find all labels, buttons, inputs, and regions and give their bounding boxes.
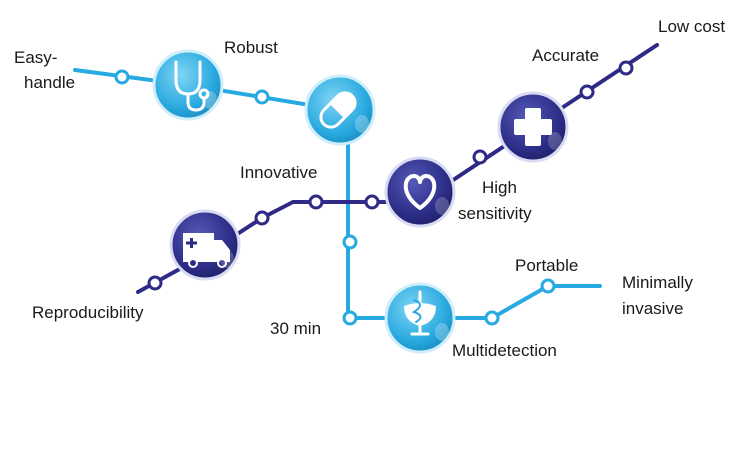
stop-dark: [147, 275, 163, 291]
stethoscope-icon: [174, 60, 210, 112]
pill-node: [304, 74, 376, 146]
stop-dark: [254, 210, 270, 226]
stop-light: [254, 89, 270, 105]
stop-dark: [472, 149, 488, 165]
stop-light: [114, 69, 130, 85]
label-30-min: 30 min: [270, 319, 321, 338]
label-accurate: Accurate: [532, 46, 599, 65]
label-high-sensitivity-line1: High: [482, 178, 517, 197]
stop-dark: [308, 194, 324, 210]
line-light-vertical: [346, 113, 602, 320]
stop-light: [540, 278, 556, 294]
label-robust: Robust: [224, 38, 278, 57]
label-high-sensitivity-line2: sensitivity: [458, 204, 532, 223]
pill-icon: [319, 91, 357, 129]
label-multidetection: Multidetection: [452, 341, 557, 360]
stop-dark: [618, 60, 634, 76]
stop-light: [484, 310, 500, 326]
cross-icon: [514, 108, 552, 146]
label-low-cost: Low cost: [658, 17, 725, 36]
heart-icon: [403, 174, 437, 210]
stop-light: [342, 310, 358, 326]
pharmacy-icon: [404, 290, 436, 336]
stethoscope-node: [152, 49, 224, 121]
pharmacy-node: [384, 282, 456, 354]
stop-light: [342, 234, 358, 250]
label-innovative: Innovative: [240, 163, 318, 182]
stop-dark: [364, 194, 380, 210]
ambulance-node: [169, 209, 241, 281]
heart-node: [384, 156, 456, 228]
stop-dark: [579, 84, 595, 100]
label-minimally-invasive-line1: Minimally: [622, 273, 693, 292]
cross-node: [497, 91, 569, 163]
label-portable: Portable: [515, 256, 578, 275]
label-easy-handle-line1: Easy-: [14, 48, 57, 67]
label-reproducibility: Reproducibility: [32, 303, 144, 322]
label-easy-handle-line2: handle: [24, 73, 75, 92]
ambulance-icon: [183, 233, 230, 268]
label-minimally-invasive-line2: invasive: [622, 299, 683, 318]
